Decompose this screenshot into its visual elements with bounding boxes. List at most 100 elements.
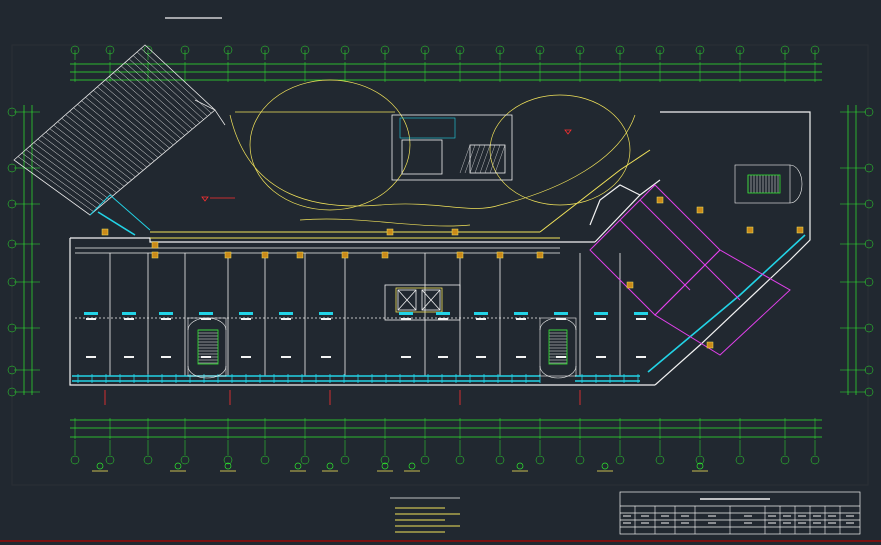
wedge-hatch-line: [13, 159, 91, 216]
room-tag: [319, 312, 333, 315]
grid-bubble-bottom: [340, 455, 350, 465]
grid-bubble-right: [864, 239, 874, 249]
room-area: [401, 318, 411, 320]
section-bubble: [96, 462, 104, 470]
column-marker: [101, 228, 109, 236]
grid-bubble-top: [615, 45, 625, 55]
wedge-hatch-line: [124, 62, 197, 127]
corridor-yellow: [150, 149, 651, 239]
wedge-hatch-line: [69, 111, 144, 171]
grid-bubble-left: [7, 387, 17, 397]
room-number: [596, 356, 606, 358]
horizontal-grid-axes: [7, 107, 874, 397]
room-number: [281, 356, 291, 358]
room-number: [438, 356, 448, 358]
bottom-dimension-lines: [70, 419, 822, 438]
grid-bubble-bottom: [70, 455, 80, 465]
grid-bubble-bottom: [180, 455, 190, 465]
grid-bubble-top: [380, 45, 390, 55]
wedge-hatch-lines: [13, 44, 216, 216]
glazing-mullions: [77, 374, 639, 383]
grid-bubble-top: [495, 45, 505, 55]
room-tag: [199, 312, 213, 315]
wedge-hatch-line: [33, 142, 110, 200]
wedge-hatch-line: [136, 51, 208, 117]
room-tag: [279, 312, 293, 315]
room-tag: [634, 312, 648, 315]
room-number: [556, 356, 566, 358]
room-tag: [399, 312, 413, 315]
wedge-hatch-line: [81, 100, 155, 162]
wedge-hatch-line: [105, 79, 178, 143]
column-marker: [656, 196, 664, 204]
hatch-line: [489, 144, 501, 174]
grid-bubble-right: [864, 107, 874, 117]
left-connector: [89, 194, 151, 231]
vertical-grid-axes: [70, 45, 820, 465]
wedge-hatch-line: [17, 156, 94, 213]
grid-bubble-bottom: [260, 455, 270, 465]
hatch-line: [459, 144, 471, 174]
grid-bubble-top: [70, 45, 80, 55]
section-bubble: [516, 462, 524, 470]
pavilion-hatch: [459, 144, 506, 174]
grid-bubble-bottom: [420, 455, 430, 465]
grid-bubble-top: [260, 45, 270, 55]
room-area: [241, 318, 251, 320]
stair-top-right-fill: [747, 174, 781, 194]
grid-bubble-bottom: [535, 455, 545, 465]
room-area: [476, 318, 486, 320]
stair-top-right: [734, 164, 803, 204]
wedge-hatch-line: [37, 138, 113, 197]
wedge-hatch-line: [132, 55, 204, 120]
grid-bubble-top: [340, 45, 350, 55]
legend-table: [619, 491, 861, 535]
courtyard-landscape: [229, 79, 636, 227]
grid-bubble-left: [7, 365, 17, 375]
wedge-hatch-line: [53, 124, 129, 184]
grid-bubble-right: [864, 323, 874, 333]
grid-bubble-top: [105, 45, 115, 55]
column-marker: [696, 206, 704, 214]
column-marker: [261, 251, 269, 259]
grid-bubble-right: [864, 163, 874, 173]
room-number: [636, 356, 646, 358]
grid-bubble-bottom: [780, 455, 790, 465]
grid-bubble-top: [655, 45, 665, 55]
column-marker: [456, 251, 464, 259]
column-marker: [381, 251, 389, 259]
column-marker: [451, 228, 459, 236]
room-number: [201, 356, 211, 358]
column-marker: [536, 251, 544, 259]
facade-glazing: [72, 211, 806, 382]
wedge-hatch-line: [121, 65, 193, 130]
grid-bubble-top: [735, 45, 745, 55]
grid-bubble-top: [143, 45, 153, 55]
grid-bubble-bottom: [615, 455, 625, 465]
elevator-highlight: [395, 287, 443, 313]
grid-bubble-bottom: [495, 455, 505, 465]
room-number: [241, 356, 251, 358]
wedge-hatch-line: [77, 104, 151, 165]
legend-table-columns: [634, 506, 841, 534]
column-marker: [296, 251, 304, 259]
hatch-line: [464, 144, 476, 174]
room-number: [161, 356, 171, 358]
wedge-hatch-line: [65, 114, 140, 174]
grid-bubble-bottom: [300, 455, 310, 465]
section-bubble: [294, 462, 302, 470]
wedge-hatch-line: [117, 69, 189, 133]
stair-left-fill: [197, 329, 219, 365]
wedge-hatch-line: [101, 83, 174, 146]
grid-bubble-right: [864, 199, 874, 209]
room-tag: [122, 312, 136, 315]
room-tag: [594, 312, 608, 315]
wedge-hatch-line: [144, 44, 216, 111]
column-marker: [626, 281, 634, 289]
hatched-wedge: [13, 44, 226, 216]
elevator-core: [384, 284, 461, 321]
grid-bubble-bottom: [810, 455, 820, 465]
room-area: [516, 318, 526, 320]
grid-bubble-bottom: [455, 455, 465, 465]
room-tag: [514, 312, 528, 315]
